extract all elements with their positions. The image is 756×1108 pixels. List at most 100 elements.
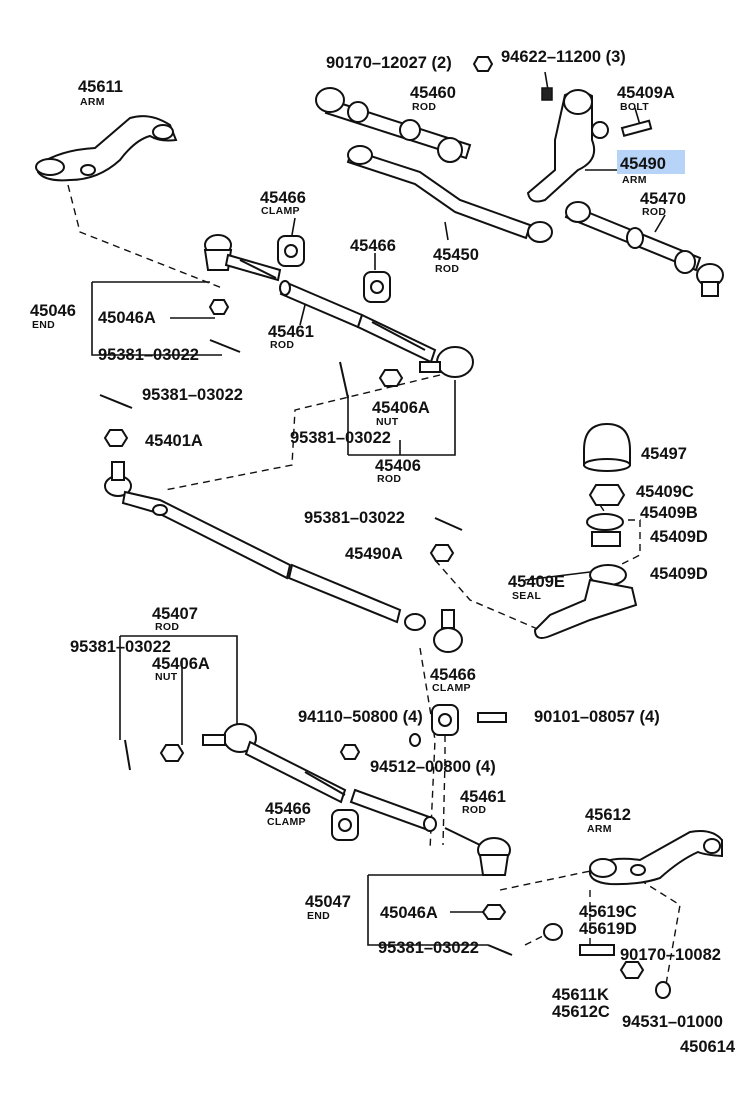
label-45409E-sub: SEAL: [512, 590, 541, 602]
nut-90170-10082: [619, 961, 645, 979]
tie-rod-end-45046: [203, 234, 282, 353]
label-45490: 45490: [620, 155, 666, 173]
label-45406A-bot-sub: NUT: [155, 671, 178, 683]
label-45409D-b: 45409D: [650, 565, 708, 583]
label-45497: 45497: [641, 445, 687, 463]
label-45046A-bottom: 45046A: [380, 904, 438, 922]
label-45047-sub: END: [307, 910, 330, 922]
pitman-arm-45611: [35, 115, 178, 182]
label-95381-d: 95381–03022: [304, 509, 405, 527]
label-95381-b: 95381–03022: [142, 386, 243, 404]
label-90170-10082: 90170–10082: [620, 946, 721, 964]
label-45461-top: 45461: [268, 323, 314, 341]
label-45619D: 45619D: [579, 920, 637, 938]
washer-94512-00800: [409, 733, 421, 747]
tie-rod-45407-bottom: [124, 723, 347, 804]
nut-94110-50800: [339, 744, 361, 760]
label-94110-50800: 94110–50800 (4): [298, 708, 423, 726]
cotter-pin-95381-a: [339, 361, 349, 399]
label-45470-sub: ROD: [642, 206, 666, 218]
label-45407-sub: ROD: [155, 621, 179, 633]
nut-45401A: [103, 429, 129, 447]
label-45406A-top-sub: NUT: [376, 416, 399, 428]
idler-arm-45490: [526, 89, 653, 203]
label-95381-c: 95381–03022: [290, 429, 391, 447]
label-95381-a: 95381–03022: [98, 346, 199, 364]
part-labels: 45611 ARM 90170–12027 (2) 94622–11200 (3…: [30, 48, 736, 1056]
diagram-id-label: 450614: [680, 1038, 736, 1056]
label-45490A: 45490A: [345, 545, 403, 563]
label-45409A: 45409A: [617, 84, 675, 102]
label-94531-01000: 94531–01000: [622, 1013, 723, 1031]
washer-94531-01000: [655, 981, 671, 999]
idler-stack-45409: [533, 422, 638, 639]
bolt-90101-08057: [477, 712, 507, 723]
tie-rod-45461-bottom: [349, 788, 481, 846]
label-45619C: 45619C: [579, 903, 637, 921]
label-45461-bottom-sub: ROD: [462, 804, 486, 816]
label-45466-top-sub: CLAMP: [261, 205, 300, 217]
label-45612C: 45612C: [552, 1003, 610, 1021]
label-45466-bottom: 45466: [430, 666, 476, 684]
label-45461-top-sub: ROD: [270, 339, 294, 351]
label-45490-sub: ARM: [622, 174, 647, 186]
relay-rod-top-assembly: [315, 87, 724, 297]
center-relay-rod: [104, 461, 463, 653]
bushing-45619C: [543, 923, 563, 941]
label-45047: 45047: [305, 893, 351, 911]
label-90170-12027: 90170–12027 (2): [326, 54, 452, 72]
label-45611-sub: ARM: [80, 96, 105, 108]
label-45406: 45406: [375, 457, 421, 475]
label-95381-f: 95381–03022: [378, 939, 479, 957]
label-45461-bottom: 45461: [460, 788, 506, 806]
label-45466-bottom-sub: CLAMP: [432, 682, 471, 694]
label-45407: 45407: [152, 605, 198, 623]
label-45046-sub: END: [32, 319, 55, 331]
bolt-45611K: [579, 944, 615, 956]
nut-45406A: [378, 369, 404, 387]
label-45466-bottom-left: 45466: [265, 800, 311, 818]
clamp-45466-mid: [363, 271, 391, 303]
label-45409B: 45409B: [640, 504, 698, 522]
label-45611K: 45611K: [552, 986, 609, 1004]
label-90101-08057: 90101–08057 (4): [534, 708, 660, 726]
label-45612: 45612: [585, 806, 631, 824]
selected-part-highlight: [617, 150, 685, 174]
label-45046A-top: 45046A: [98, 309, 156, 327]
leader-lines: [67, 61, 681, 991]
label-45409D-a: 45409D: [650, 528, 708, 546]
label-45466-mid: 45466: [350, 237, 396, 255]
label-45470: 45470: [640, 190, 686, 208]
clamp-45466-top: [277, 235, 305, 267]
label-45466-bottom-left-sub: CLAMP: [267, 816, 306, 828]
label-45466-top: 45466: [260, 189, 306, 207]
label-95381-e: 95381–03022: [70, 638, 171, 656]
label-94622-11200: 94622–11200 (3): [501, 48, 626, 66]
tie-rod-end-45047: [477, 837, 513, 956]
label-45406A-top: 45406A: [372, 399, 430, 417]
cotter-pin-95381-d: [434, 517, 463, 531]
label-45409A-sub: BOLT: [620, 101, 649, 113]
label-45046: 45046: [30, 302, 76, 320]
tie-rod-45461-top: [279, 280, 474, 378]
label-45611: 45611: [78, 78, 123, 96]
label-45460-sub: ROD: [412, 101, 436, 113]
label-45401A: 45401A: [145, 432, 203, 450]
label-45406A-bot: 45406A: [152, 655, 210, 673]
clamp-45466-bottom-left: [331, 809, 359, 841]
cotter-pin-95381-b: [99, 394, 133, 409]
label-45450-sub: ROD: [435, 263, 459, 275]
label-45612-sub: ARM: [587, 823, 612, 835]
washer-94622-11200: [541, 87, 553, 101]
nut-90170-12027: [472, 56, 494, 72]
idler-arm-45612: [588, 830, 723, 886]
label-45450: 45450: [433, 246, 479, 264]
label-94512-00800: 94512–00800 (4): [370, 758, 496, 776]
label-45406-sub: ROD: [377, 473, 401, 485]
clamp-45466-bottom: [431, 704, 459, 736]
nut-45490A: [429, 544, 455, 562]
label-45409E: 45409E: [508, 573, 565, 591]
label-45409C: 45409C: [636, 483, 694, 501]
label-45460: 45460: [410, 84, 456, 102]
